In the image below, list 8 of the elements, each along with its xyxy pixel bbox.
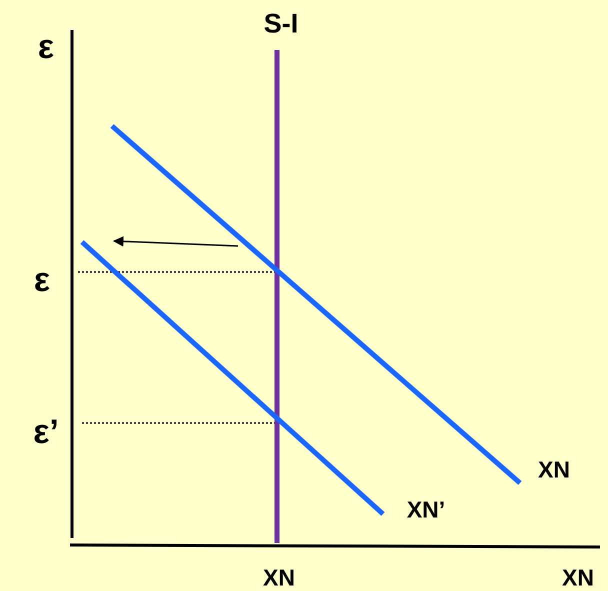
axis-label: XN bbox=[562, 566, 594, 590]
line-label: S-I bbox=[264, 10, 298, 38]
curve-label: XN bbox=[538, 458, 570, 482]
axis-value-label: ε’ bbox=[33, 415, 59, 449]
axis-value-label: XN bbox=[263, 566, 295, 590]
axis-label: ε bbox=[38, 30, 54, 64]
axis-value-label: ε bbox=[34, 263, 50, 297]
curve-label: XN’ bbox=[406, 498, 446, 522]
